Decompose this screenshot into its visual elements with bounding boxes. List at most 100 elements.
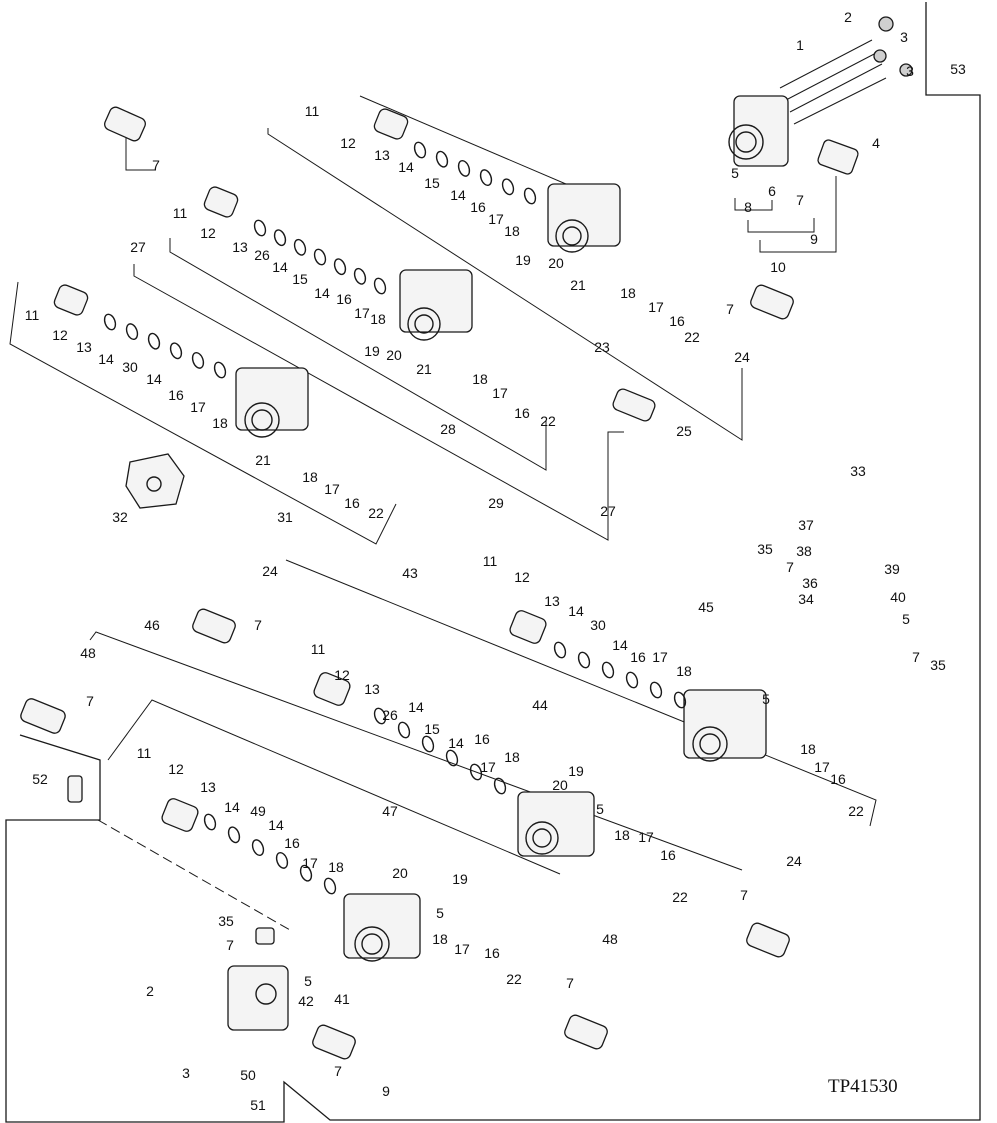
seal-ring [227, 826, 241, 844]
seal-ring [213, 361, 227, 379]
callout-14: 14 [612, 637, 628, 653]
callout-18: 18 [504, 749, 520, 765]
callout-17: 17 [638, 829, 654, 845]
callout-4: 4 [872, 135, 880, 151]
callout-41: 41 [334, 991, 350, 1007]
callout-16: 16 [514, 405, 530, 421]
section-housing-1 [547, 183, 621, 247]
callout-14: 14 [568, 603, 584, 619]
callout-14: 14 [98, 351, 114, 367]
callout-13: 13 [364, 681, 380, 697]
callout-35: 35 [930, 657, 946, 673]
callout-17: 17 [480, 759, 496, 775]
callout-13: 13 [232, 239, 248, 255]
seal-ring [553, 641, 567, 659]
callout-24: 24 [262, 563, 278, 579]
callout-7: 7 [786, 559, 794, 575]
callout-5: 5 [731, 165, 739, 181]
callout-19: 19 [568, 763, 584, 779]
callout-14: 14 [268, 817, 284, 833]
callout-7: 7 [796, 192, 804, 208]
callout-27: 27 [130, 239, 146, 255]
callout-17: 17 [302, 855, 318, 871]
callout-14: 14 [408, 699, 424, 715]
seal-ring [523, 187, 537, 205]
callout-18: 18 [302, 469, 318, 485]
callout-13: 13 [374, 147, 390, 163]
callout-13: 13 [200, 779, 216, 795]
callout-16: 16 [630, 649, 646, 665]
callout-15: 15 [424, 721, 440, 737]
callout-16: 16 [470, 199, 486, 215]
seal-ring [125, 323, 139, 341]
callout-6: 6 [768, 183, 776, 199]
callout-45: 45 [698, 599, 714, 615]
callout-22: 22 [684, 329, 700, 345]
seal-ring [373, 277, 387, 295]
callout-32: 32 [112, 509, 128, 525]
section-housing-4 [683, 689, 767, 759]
callout-31: 31 [277, 509, 293, 525]
seal-rings [103, 141, 687, 895]
callout-5: 5 [902, 611, 910, 627]
callout-13: 13 [544, 593, 560, 609]
callout-20: 20 [386, 347, 402, 363]
seal-ring [191, 351, 205, 369]
callout-38: 38 [796, 543, 812, 559]
seal-ring [313, 248, 327, 266]
callout-17: 17 [488, 211, 504, 227]
callout-26: 26 [254, 247, 270, 263]
callout-17: 17 [324, 481, 340, 497]
callout-16: 16 [660, 847, 676, 863]
callout-7: 7 [226, 937, 234, 953]
callout-53: 53 [950, 61, 966, 77]
callout-11: 11 [173, 205, 188, 221]
callout-17: 17 [354, 305, 370, 321]
seal-ring [457, 159, 471, 177]
callout-35: 35 [218, 913, 234, 929]
callout-43: 43 [402, 565, 418, 581]
callout-34: 34 [798, 591, 814, 607]
seal-ring [501, 178, 515, 196]
callout-3: 3 [900, 29, 908, 45]
callout-14: 14 [450, 187, 466, 203]
callout-11: 11 [311, 641, 326, 657]
callout-12: 12 [514, 569, 530, 585]
callout-28: 28 [440, 421, 456, 437]
callout-24: 24 [734, 349, 750, 365]
callout-18: 18 [432, 931, 448, 947]
callout-19: 19 [515, 252, 531, 268]
callout-9: 9 [810, 231, 818, 247]
callout-42: 42 [298, 993, 314, 1009]
seal-ring [333, 258, 347, 276]
callout-7: 7 [566, 975, 574, 991]
callout-47: 47 [382, 803, 398, 819]
callout-50: 50 [240, 1067, 256, 1083]
section-row-4 [285, 559, 877, 827]
seal-ring [469, 763, 483, 781]
section-row-3 [9, 281, 397, 545]
callout-13: 13 [76, 339, 92, 355]
seal-ring [601, 661, 615, 679]
callout-8: 8 [744, 199, 752, 215]
seal-ring [577, 651, 591, 669]
callout-24: 24 [786, 853, 802, 869]
callout-17: 17 [652, 649, 668, 665]
section-housing-5 [517, 791, 595, 857]
callout-49: 49 [250, 803, 266, 819]
section-row-1 [267, 95, 794, 441]
seal-ring [169, 342, 183, 360]
seal-ring [203, 813, 217, 831]
callout-30: 30 [590, 617, 606, 633]
callout-11: 11 [305, 103, 320, 119]
callout-11: 11 [25, 307, 40, 323]
callout-15: 15 [424, 175, 440, 191]
callout-16: 16 [474, 731, 490, 747]
callout-14: 14 [448, 735, 464, 751]
callout-5: 5 [762, 691, 770, 707]
callout-3: 3 [182, 1065, 190, 1081]
callout-29: 29 [488, 495, 504, 511]
callout-1: 1 [796, 37, 804, 53]
section-row-5 [89, 608, 790, 958]
